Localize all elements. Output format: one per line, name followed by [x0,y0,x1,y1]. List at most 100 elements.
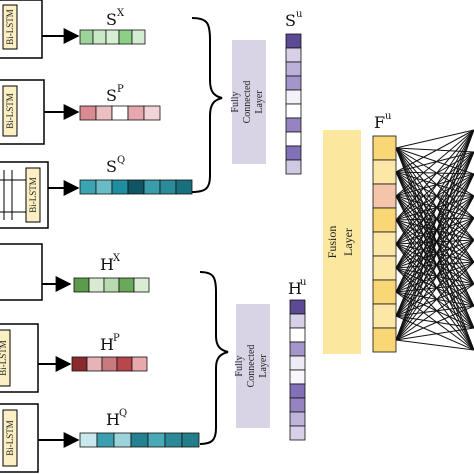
fu-cell [372,135,397,161]
encoder-box-3 [0,161,49,229]
connection-line [395,171,474,241]
label-hq-sup: Q [119,408,127,419]
connection-line [395,239,474,269]
connection-line [395,195,474,219]
fu-cell [372,255,397,281]
connection-line [395,151,474,221]
fu-cell [372,159,397,185]
connection-line [395,147,474,329]
fu-cell [372,327,397,353]
brace-top [191,17,223,193]
sp-cell [95,105,113,121]
connection-line [395,173,474,341]
connection-line [395,147,474,241]
sq-cell [95,179,113,195]
connection-line [395,171,474,175]
connection-line [395,151,474,341]
connection-line [395,129,474,341]
hx-cell [133,277,150,293]
hp-cell [116,356,133,372]
sx-cell [118,29,133,45]
connection-line [395,239,474,245]
fc-bottom-line2: Connected [246,345,257,388]
connection-line [395,243,474,263]
connection-line [395,305,474,317]
connection-line [395,243,474,329]
su-cell [285,131,302,147]
brace-bottom [199,271,229,445]
connection-line [395,171,474,263]
label-su-sup: u [296,9,303,20]
hp-cell [86,356,103,372]
connection-line [395,339,474,351]
sq-cell [159,179,177,195]
connection-line [395,147,474,263]
fu-cell [372,303,397,329]
hq-cell [164,432,183,448]
fc-bottom-box [236,304,270,428]
vector-su [285,33,302,175]
connection-line [395,267,474,307]
vector-hq [79,432,200,448]
connection-line [395,217,474,221]
hx-cell [73,277,90,293]
connection-line [395,217,474,293]
connection-line [395,239,474,341]
fc-bottom-line3: Layer [258,354,269,378]
connection-line [395,219,474,307]
lstm-label-2: Bi-LSTM [5,93,15,129]
su-cell [285,103,302,119]
lstm-box-5 [0,329,11,387]
lstm-label-5: Bi-LSTM [0,340,8,376]
sq-cell [111,179,129,195]
connection-line [395,315,474,351]
connection-line [395,267,474,285]
su-cell [285,75,302,91]
sp-cell [111,105,129,121]
connection-line [395,217,474,341]
sx-cell [79,29,94,45]
connection-line [395,195,474,329]
hu-cell [289,383,306,399]
sp-cell [143,105,161,121]
connection-line [395,173,474,245]
connection-line [395,195,474,285]
fusion-line1: Fusion [325,226,339,259]
fc-top-box [232,40,266,164]
label-sp-sup: P [117,84,124,95]
fc-bottom-line1: Fully [234,355,245,376]
hp-cell [71,356,88,372]
su-cell [285,159,302,175]
connection-line [395,261,474,269]
hq-cell [130,432,149,448]
sq-cell [143,179,161,195]
connection-line [395,219,474,285]
label-sx-sup: X [117,8,125,19]
connection-line [395,129,474,245]
hu-cell [289,355,306,371]
label-hp-sup: P [113,333,120,344]
connection-line [395,219,474,329]
connection-line [395,195,474,341]
fusion-line2: Layer [341,228,355,256]
hu-cell [289,411,306,427]
label-sx: S [106,10,117,29]
connection-line [395,151,474,197]
lstm-label-3: Bi-LSTM [28,177,38,213]
vector-hu [289,299,306,441]
lstm-box-2 [2,85,18,137]
hq-cell [96,432,115,448]
sp-cell [79,105,97,121]
connection-line [395,129,474,149]
connection-line [395,195,474,351]
connection-line [395,219,474,263]
connection-line [395,291,474,351]
connection-line [395,147,474,175]
sq-cell [175,179,193,195]
hu-cell [289,299,306,315]
connection-line [395,129,474,269]
connection-line [395,327,474,341]
sx-cell [105,29,120,45]
connection-line [395,129,474,317]
